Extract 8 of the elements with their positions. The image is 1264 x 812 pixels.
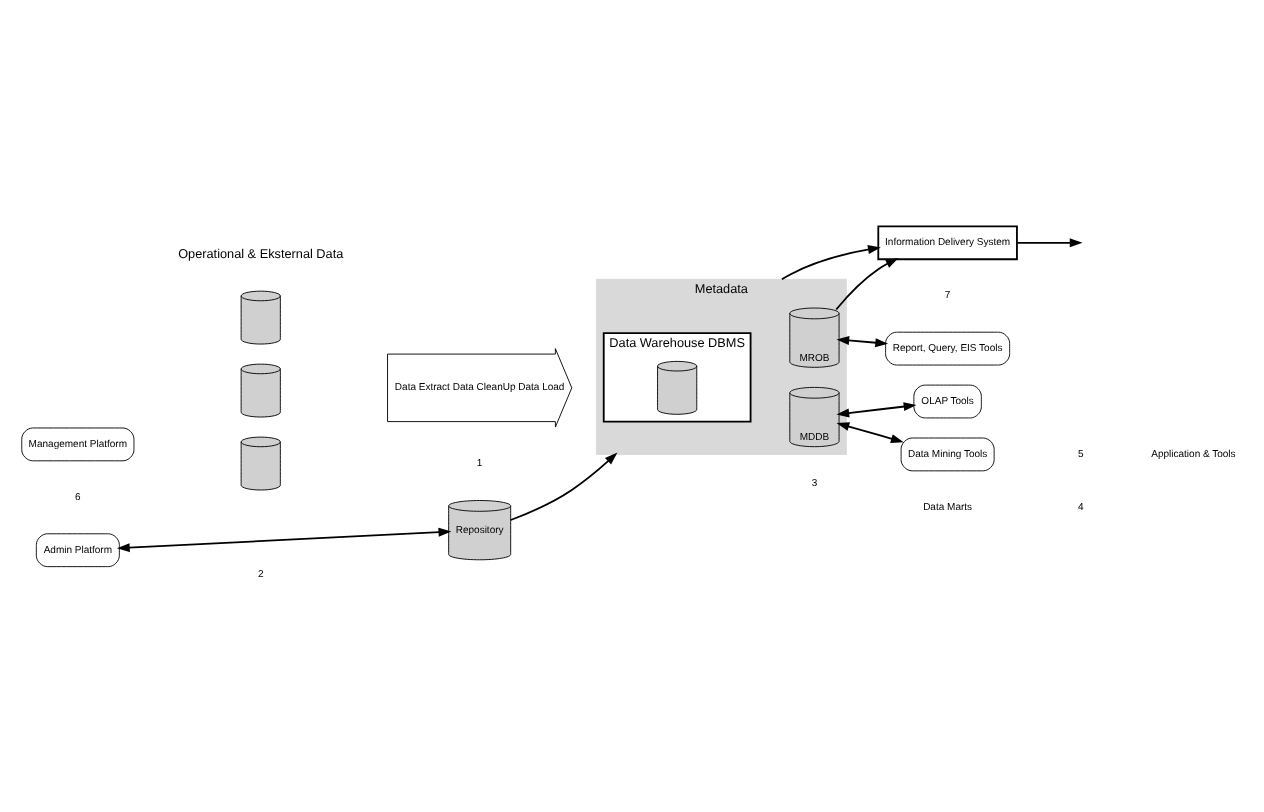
arrow xyxy=(835,257,899,310)
arrow xyxy=(509,451,618,520)
arrow xyxy=(116,526,452,552)
arrow xyxy=(781,244,881,280)
arrow xyxy=(836,401,917,417)
arrow xyxy=(1016,237,1083,247)
arrow xyxy=(836,335,889,347)
arrow xyxy=(836,421,904,442)
